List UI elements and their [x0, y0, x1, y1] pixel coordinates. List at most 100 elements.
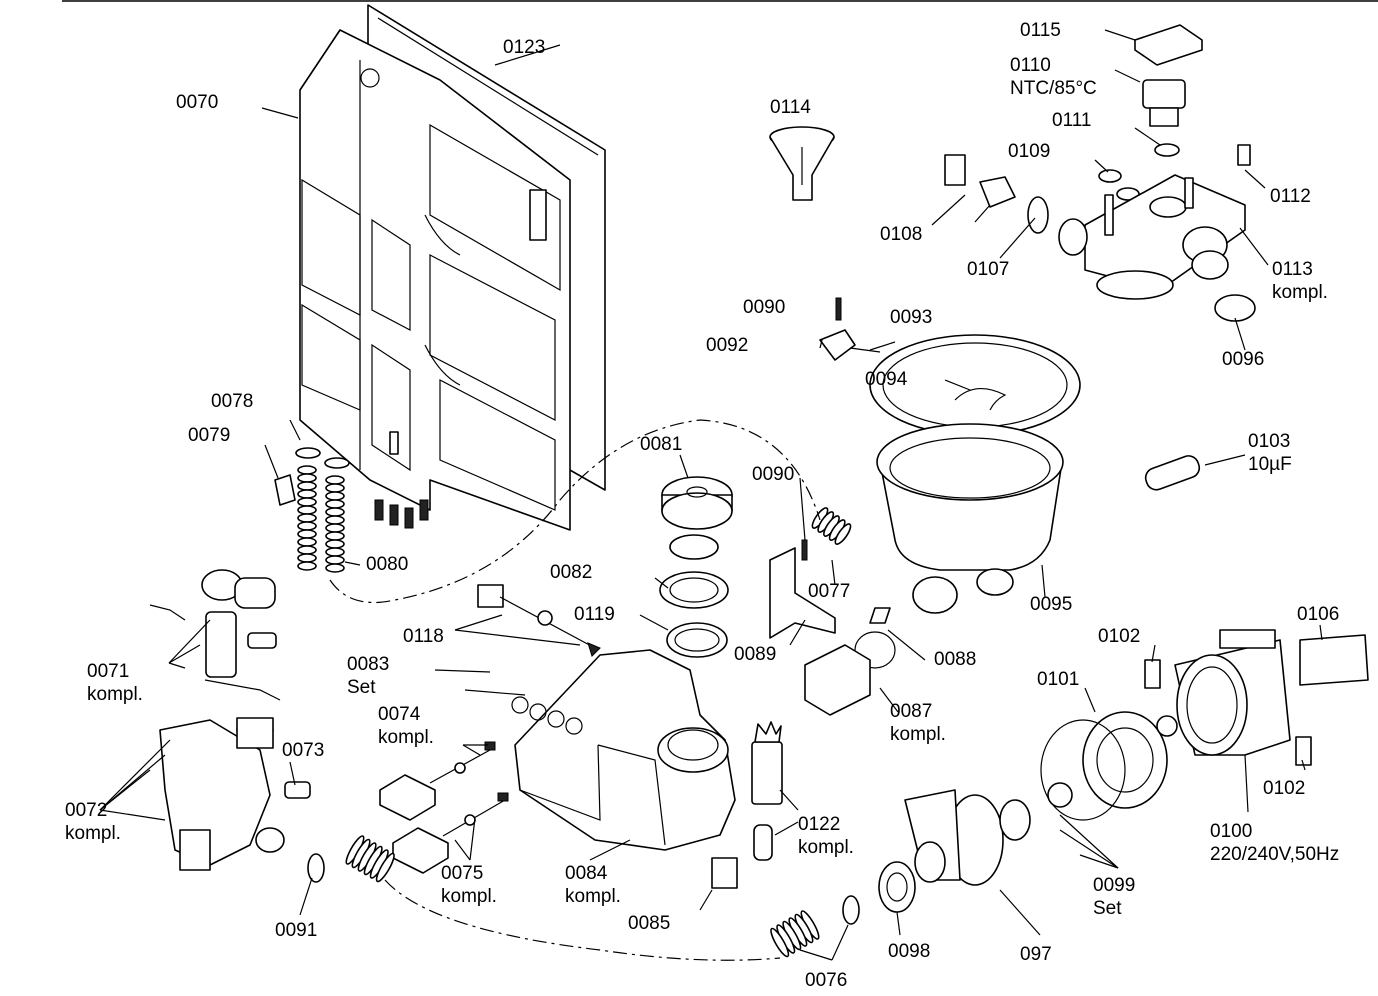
part-label-line: 0081 — [640, 434, 682, 455]
part-label-line: 0089 — [734, 644, 776, 665]
part-label-line: 0103 — [1248, 431, 1290, 452]
coil-segment — [297, 497, 317, 507]
part-label-097: 097 — [1020, 944, 1052, 965]
leader-line — [589, 839, 631, 861]
part-0114-funnel — [769, 126, 835, 201]
part-label-line: 0085 — [628, 913, 670, 934]
leader-line — [1239, 227, 1269, 266]
part-label-line: 0100 — [1210, 821, 1252, 842]
coil-segment — [297, 465, 317, 475]
part-label-0098: 0098 — [888, 941, 930, 962]
part-label-0095: 0095 — [1030, 594, 1072, 615]
part-label-line: 0111 — [1052, 110, 1091, 131]
coil-segment — [834, 523, 852, 545]
leader-line — [289, 419, 301, 441]
part-0107-ring — [1027, 196, 1049, 234]
part-label-0118: 0118 — [403, 626, 444, 647]
part-0106-bracket — [1299, 634, 1369, 686]
part-label-line: 0108 — [880, 224, 922, 245]
leader-line — [869, 341, 896, 351]
leader-line — [1134, 127, 1161, 146]
leader-line — [168, 662, 186, 669]
coil-segment — [297, 505, 317, 515]
part-label-0076: 0076 — [805, 970, 847, 991]
leader-line — [1059, 814, 1119, 869]
part-label-line: 0118 — [403, 626, 444, 647]
leader-line — [1041, 564, 1046, 598]
leader-line — [799, 477, 806, 541]
leader-line — [1301, 759, 1306, 771]
leader-line — [999, 217, 1036, 259]
part-label-line: 0123 — [503, 37, 545, 58]
coil-segment — [325, 499, 345, 509]
part-label-line: 0102 — [1098, 626, 1140, 647]
leader-line — [1204, 454, 1246, 466]
part-0113-heater-block — [1058, 174, 1246, 300]
part-label-line: 0079 — [188, 425, 230, 446]
part-0096-hose-clamp — [1214, 294, 1256, 322]
part-0091-hose — [345, 835, 395, 883]
leader-line — [639, 614, 669, 631]
coil-segment — [325, 531, 345, 541]
leader-line — [789, 619, 806, 646]
part-0101-pump-housing — [1082, 711, 1178, 809]
part-0078-seal-rings — [295, 447, 350, 469]
leader-line — [679, 454, 689, 479]
part-label-0081: 0081 — [640, 434, 682, 455]
part-label-line: kompl. — [798, 837, 854, 858]
part-label-line: 0122 — [798, 814, 840, 835]
part-0077-bellows-ring — [811, 507, 852, 545]
leader-line — [99, 809, 166, 821]
leader-line — [454, 839, 471, 861]
part-0076-hose — [770, 910, 820, 958]
part-label-0106: 0106 — [1297, 604, 1339, 625]
coil-segment — [375, 852, 395, 883]
part-0091-ring — [307, 853, 325, 883]
part-label-line: 0106 — [1297, 604, 1339, 625]
leader-line — [289, 761, 296, 786]
leader-line — [849, 347, 881, 353]
part-label-line: 0082 — [550, 562, 592, 583]
part-0112-clip — [1237, 144, 1251, 166]
part-label-line: 0090 — [743, 297, 785, 318]
part-0103-capacitor — [1144, 455, 1201, 491]
coil-segment — [297, 473, 317, 483]
part-label-0107: 0107 — [967, 259, 1009, 280]
part-label-0091: 0091 — [275, 920, 317, 941]
part-label-line: 0114 — [770, 97, 811, 118]
leader-line — [264, 444, 279, 479]
coil-segment — [297, 537, 317, 547]
part-0094-spring-clip — [954, 388, 1007, 411]
leader-line — [944, 379, 971, 391]
leader-line — [1084, 687, 1096, 713]
part-label-line: 0075 — [441, 863, 483, 884]
part-label-0078: 0078 — [211, 391, 253, 412]
coil-segment — [325, 523, 345, 533]
part-label-0088: 0088 — [934, 649, 976, 670]
part-label-line: kompl. — [565, 886, 621, 907]
coil-segment — [325, 475, 345, 485]
coil-segment — [297, 545, 317, 555]
part-0072-valve-assembly — [159, 679, 285, 871]
leader-line — [454, 614, 503, 631]
part-label-line: 10µF — [1248, 454, 1292, 475]
part-097-pump — [904, 789, 1031, 886]
leader-line — [462, 744, 481, 756]
part-0089-bracket — [769, 547, 836, 639]
part-label-line: 0072 — [65, 800, 107, 821]
part-0092-bracket — [819, 329, 856, 361]
leader-line — [799, 949, 833, 961]
part-label-line: kompl. — [65, 823, 121, 844]
part-label-line: 0090 — [752, 464, 794, 485]
part-label-0093: 0093 — [890, 307, 932, 328]
coil-segment — [297, 489, 317, 499]
part-label-0102b: 0102 — [1263, 778, 1305, 799]
part-label-line: 0095 — [1030, 594, 1072, 615]
part-label-line: 0107 — [967, 259, 1009, 280]
